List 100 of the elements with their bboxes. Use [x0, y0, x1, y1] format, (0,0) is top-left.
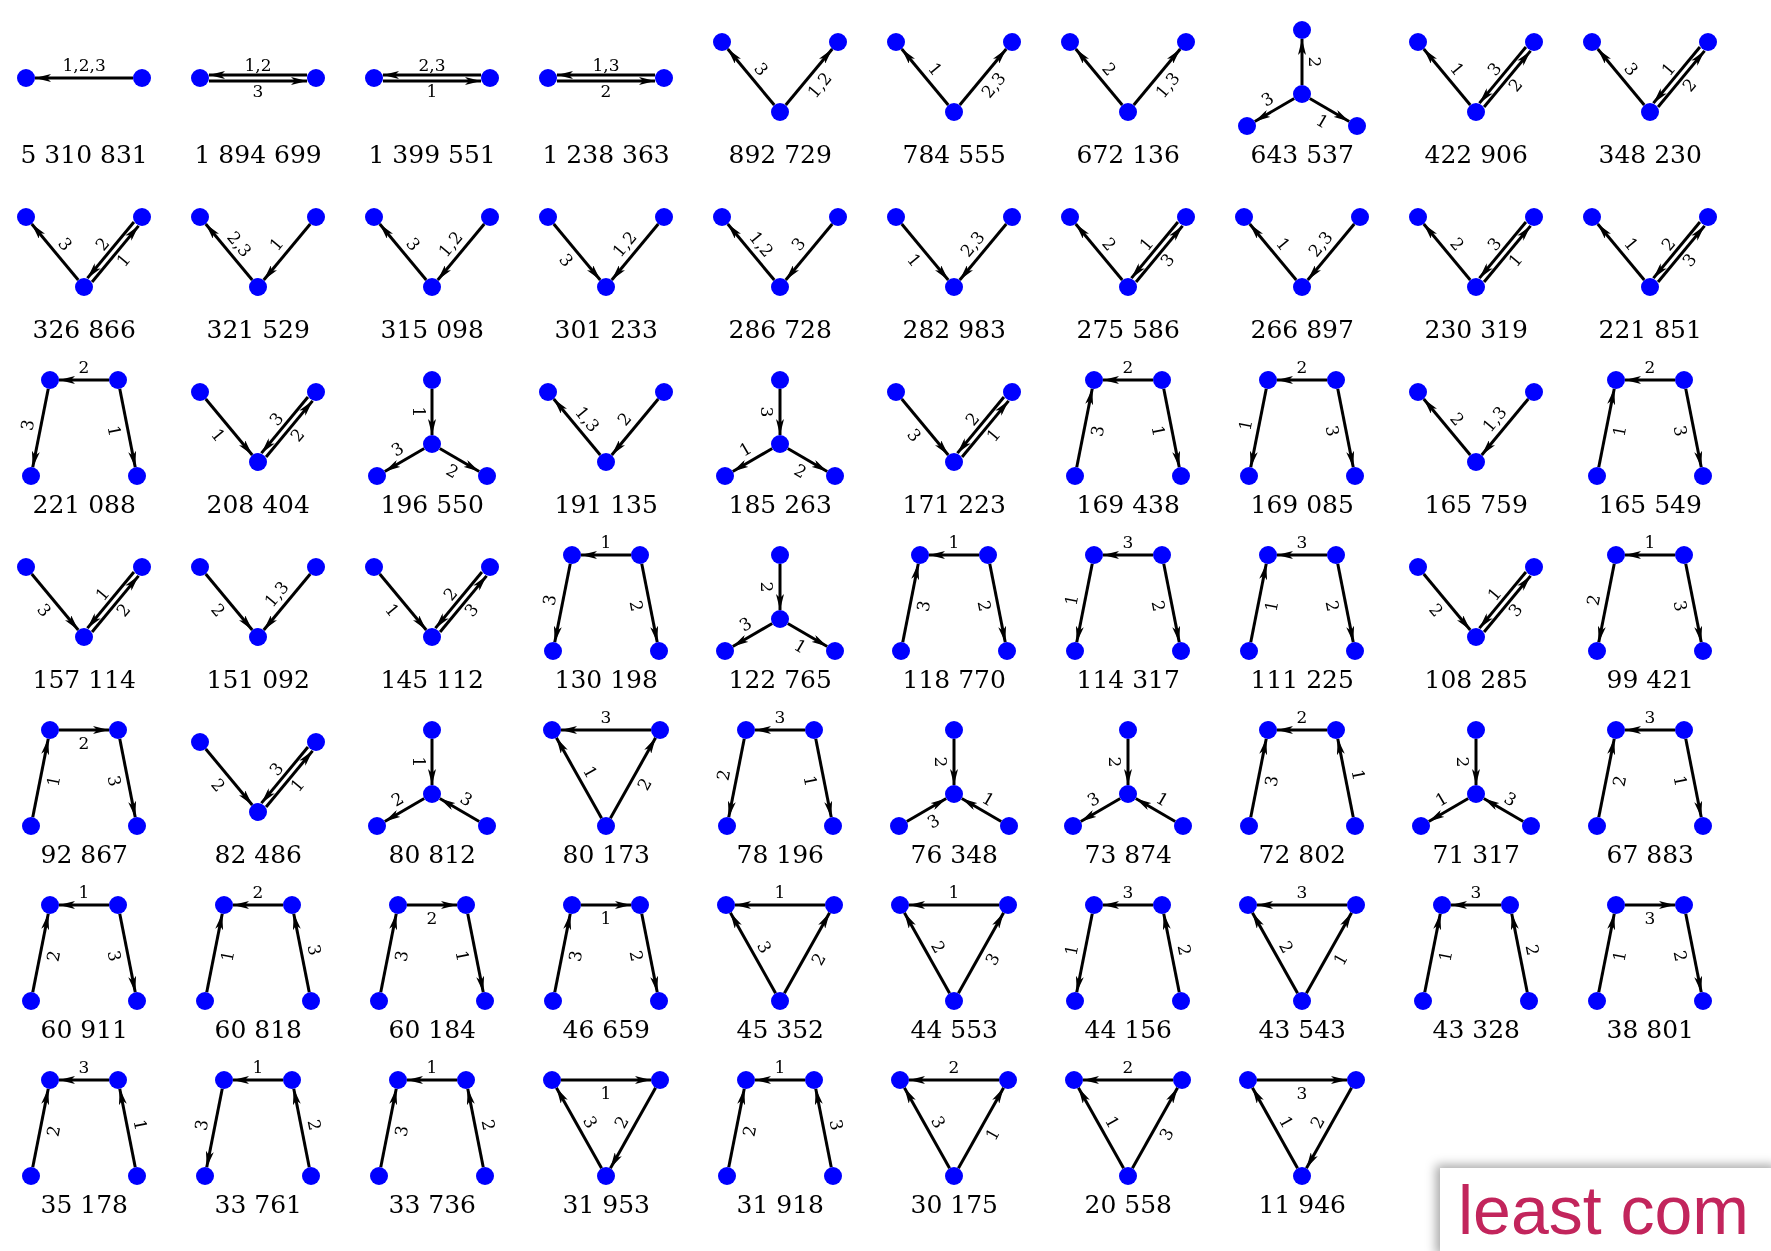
overlay-text: least com — [1458, 1171, 1749, 1250]
edge-label: 3 — [749, 58, 773, 80]
arrow — [961, 797, 1002, 823]
arrow — [552, 222, 602, 282]
vertex-dot — [109, 371, 127, 389]
arrow — [1251, 1087, 1299, 1169]
vertex-dot — [423, 721, 441, 739]
arrow — [1277, 726, 1327, 734]
count-label: 31 953 — [562, 1190, 650, 1220]
arrow — [209, 77, 307, 85]
arrow — [204, 747, 254, 807]
count-label: 76 348 — [910, 840, 998, 870]
edge-label: 3 — [33, 599, 57, 621]
edge-label: 3 — [1669, 423, 1692, 438]
count-label: 266 897 — [1250, 315, 1354, 345]
arrow — [553, 913, 572, 993]
vertex-dot — [544, 992, 562, 1010]
arrow — [1135, 797, 1176, 823]
edge-label: 1 — [1100, 1112, 1124, 1132]
vertex-dot — [1694, 642, 1712, 660]
vertex-dot — [1412, 817, 1430, 835]
vertex-dot — [597, 1167, 615, 1185]
count-label: 1 399 551 — [368, 140, 496, 170]
vertex-dot — [1588, 817, 1606, 835]
vertex-dot — [22, 817, 40, 835]
count-label: 73 874 — [1084, 840, 1172, 870]
edge-label: 1 — [129, 1118, 151, 1133]
vertex-dot — [389, 896, 407, 914]
edge-label: 3 — [564, 948, 586, 963]
edge-label: 1 — [1644, 532, 1656, 552]
arrow — [1451, 901, 1501, 909]
count-label: 44 156 — [1084, 1015, 1172, 1045]
vertex-dot — [1347, 896, 1365, 914]
vertex-dot — [249, 278, 267, 296]
edge-label: 2 — [1321, 598, 1344, 613]
count-label: 33 736 — [388, 1190, 476, 1220]
vertex-dot — [370, 992, 388, 1010]
vertex-dot — [1153, 371, 1171, 389]
edge-label: 3 — [303, 943, 325, 958]
vertex-dot — [368, 817, 386, 835]
vertex-dot — [1351, 208, 1369, 226]
vertex-dot — [17, 558, 35, 576]
arrow — [640, 913, 659, 993]
edge-label: 3 — [1122, 532, 1134, 552]
vertex-dot — [1588, 992, 1606, 1010]
vertex-dot — [307, 733, 325, 751]
arrow — [557, 77, 655, 85]
edge-label: 3 — [53, 233, 77, 255]
edge-label: 3 — [1644, 707, 1656, 727]
vertex-dot — [563, 896, 581, 914]
vertex-dot — [713, 33, 731, 51]
count-label: 1 894 699 — [194, 140, 322, 170]
count-label: 60 184 — [388, 1015, 476, 1045]
count-label: 191 135 — [554, 490, 658, 520]
count-label: 43 328 — [1432, 1015, 1520, 1045]
vertex-dot — [128, 817, 146, 835]
edge-label: 2 — [1104, 756, 1125, 768]
arrow — [59, 726, 109, 734]
edge-label: 2 — [1122, 1057, 1134, 1077]
vertex-dot — [887, 33, 905, 51]
arrow — [732, 622, 773, 648]
edge-label: 2 — [1452, 756, 1473, 768]
edge-label: 1 — [1060, 943, 1083, 958]
vertex-dot — [1153, 546, 1171, 564]
vertex-dot — [1177, 208, 1195, 226]
vertex-dot — [1467, 628, 1485, 646]
vertex-dot — [478, 467, 496, 485]
vertex-dot — [890, 817, 908, 835]
vertex-dot — [41, 721, 59, 739]
arrow — [988, 563, 1007, 643]
edge-label: 3 — [980, 949, 1004, 969]
edge-label: 3 — [578, 1112, 602, 1132]
vertex-dot — [370, 1167, 388, 1185]
vertex-dot — [1409, 208, 1427, 226]
edge-label: 2 — [1147, 598, 1170, 613]
arrow — [909, 1076, 999, 1084]
arrow — [1080, 797, 1121, 823]
vertex-dot — [1467, 785, 1485, 803]
count-label: 78 196 — [736, 840, 824, 870]
edge-label: 1 — [600, 532, 612, 552]
count-label: 169 438 — [1076, 490, 1180, 520]
edge-label: 2 — [1425, 599, 1449, 621]
vertex-dot — [1064, 817, 1082, 835]
vertex-dot — [655, 69, 673, 87]
edge-label: 1 — [948, 532, 960, 552]
arrow — [384, 797, 425, 823]
vertex-dot — [650, 642, 668, 660]
arrow — [1277, 376, 1327, 384]
arrow — [1480, 397, 1530, 457]
vertex-dot — [128, 467, 146, 485]
edge-label: 2,3 — [976, 68, 1010, 103]
vertex-dot — [1259, 371, 1277, 389]
edge-label: 3 — [103, 948, 126, 963]
vertex-dot — [1061, 208, 1079, 226]
vertex-dot — [307, 208, 325, 226]
count-label: 46 659 — [562, 1015, 650, 1045]
arrow — [407, 1076, 457, 1084]
vertex-dot — [1607, 371, 1625, 389]
edge-label: 2 — [600, 81, 612, 101]
edge-label: 1 — [1260, 598, 1282, 613]
